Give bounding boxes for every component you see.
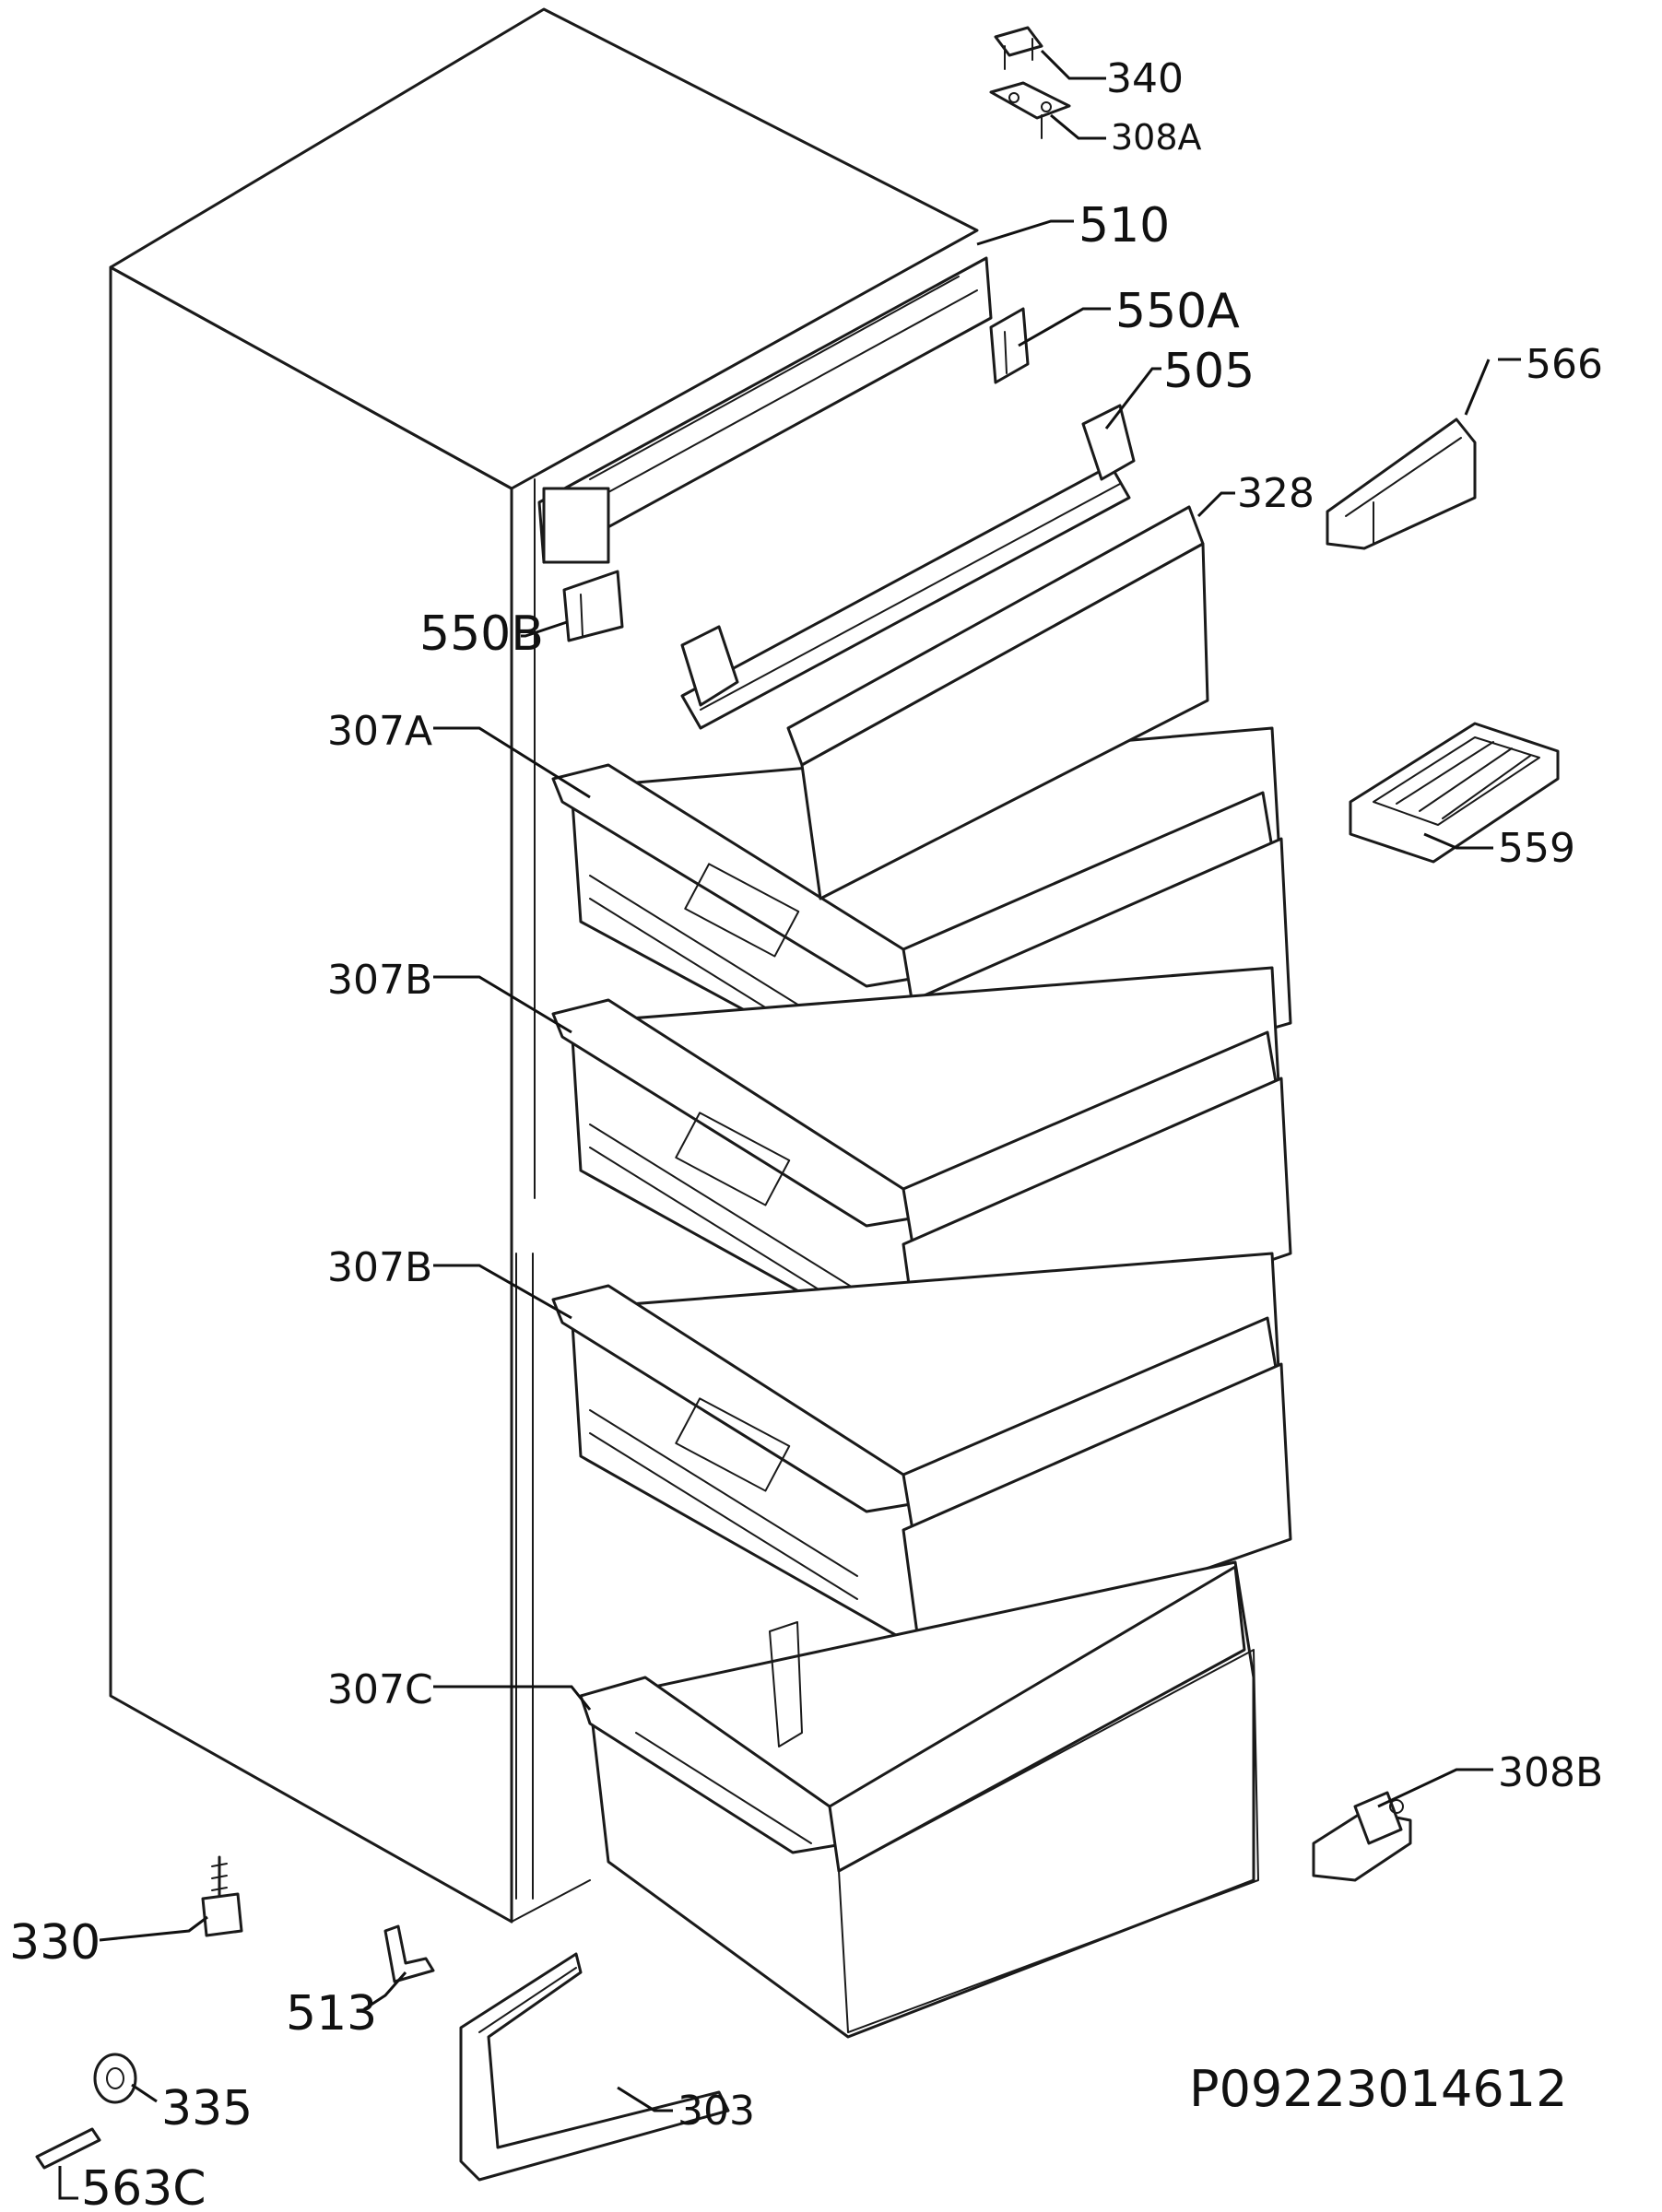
callout-340: 340: [1106, 55, 1184, 102]
callout-328: 328: [1237, 470, 1314, 517]
callout-513: 513: [286, 1986, 377, 2041]
adjustable-foot-part: [201, 1855, 243, 1937]
callout-303: 303: [678, 2088, 755, 2135]
bottom-hinge-part: [1312, 1791, 1412, 1882]
clip-part: [383, 1924, 435, 1983]
reference-code: P09223014612: [1189, 2060, 1567, 2118]
ice-tray-part: [1349, 722, 1560, 864]
roller-part: [93, 2053, 137, 2104]
callout-559: 559: [1498, 825, 1575, 872]
drawer-middle-2: [551, 1252, 1292, 1670]
top-hinge-part: [989, 81, 1071, 139]
drawer-bottom: [579, 1560, 1259, 2039]
callout-308A: 308A: [1111, 117, 1202, 158]
upper-bracket-part: [989, 307, 1030, 384]
callout-330: 330: [9, 1915, 100, 1971]
plinth-cover-part: [459, 1952, 730, 2182]
callout-335: 335: [161, 2081, 253, 2136]
axle-pin-part: [35, 2127, 101, 2170]
callout-307B-lower: 307B: [327, 1244, 432, 1291]
callout-labels: 340 308A 510 550A 505 566 328 550B 307A …: [9, 55, 1603, 2212]
shelf-rail-part: [680, 404, 1136, 730]
callout-566: 566: [1526, 341, 1603, 388]
callout-563C: 563C: [81, 2161, 206, 2212]
callout-307C: 307C: [327, 1666, 433, 1713]
side-hinge-part: [1326, 418, 1477, 550]
lower-bracket-part: [562, 570, 624, 642]
top-trim-strip: [537, 256, 993, 564]
callout-308B: 308B: [1498, 1749, 1603, 1796]
callout-510: 510: [1079, 198, 1170, 253]
callout-307A: 307A: [327, 708, 432, 755]
callout-505: 505: [1163, 344, 1255, 399]
callout-550A: 550A: [1115, 284, 1240, 339]
hinge-cover-part: [994, 26, 1043, 70]
flap-part: [786, 505, 1209, 900]
cabinet-body: [109, 7, 979, 1924]
leader-lines: [58, 49, 1521, 2200]
callout-307B-upper: 307B: [327, 957, 432, 1004]
callout-550B: 550B: [419, 606, 544, 662]
